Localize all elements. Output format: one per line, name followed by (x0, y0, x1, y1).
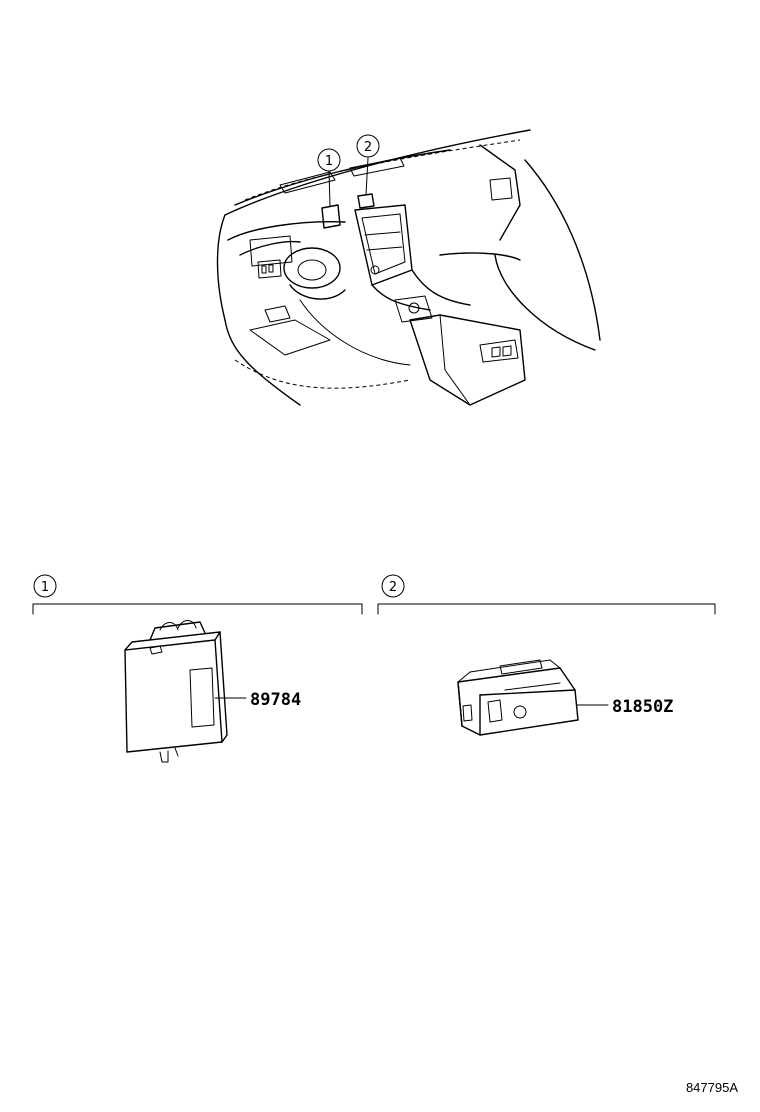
detail-1-callout (33, 574, 57, 598)
module-2-location (357, 193, 375, 209)
part-number-81850z[interactable]: 81850Z (612, 697, 673, 717)
module-1-location (321, 204, 341, 229)
overview-callout-2: 2 (356, 134, 380, 158)
figure-id: 847795A (686, 1080, 738, 1095)
detail-1-bracket (32, 603, 363, 615)
overview-callout-2-label: 2 (364, 140, 372, 155)
detail-1-callout-label: 1 (41, 580, 49, 595)
part-number-89784[interactable]: 89784 (250, 690, 301, 710)
overview-callout-1-label: 1 (325, 154, 333, 169)
detail-2-callout (381, 574, 405, 598)
overview-callout-1: 1 (317, 148, 341, 172)
detail-2-bracket (377, 603, 716, 615)
detail-1-section: 1 89784 (32, 574, 363, 763)
detail-2-callout-label: 2 (389, 580, 397, 595)
module-81850z (457, 659, 579, 736)
detail-2-section: 2 81850Z (377, 574, 716, 736)
dashboard-overview-illustration (216, 129, 601, 406)
ecu-module-89784 (124, 620, 228, 763)
